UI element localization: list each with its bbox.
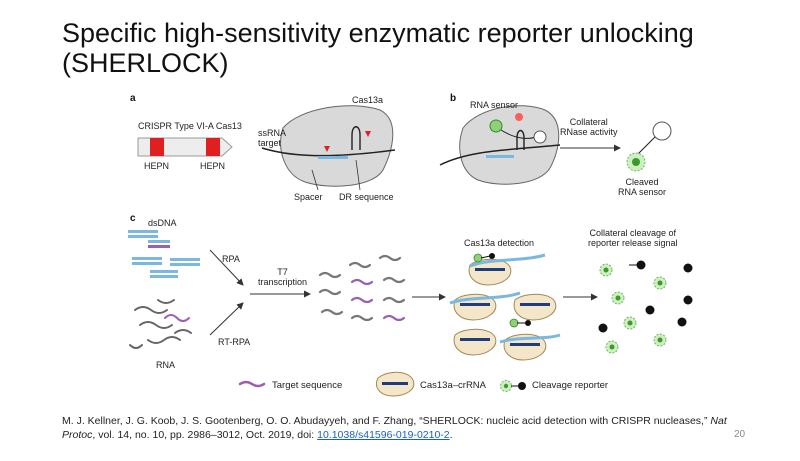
cleavage-label: Collateral cleavage of reporter release … <box>588 228 678 248</box>
detection-label: Cas13a detection <box>464 238 535 248</box>
citation: M. J. Kellner, J. G. Koob, J. S. Gootenb… <box>62 414 762 442</box>
legend-reporter-label: Cleavage reporter <box>532 380 609 391</box>
dsdna-strands <box>128 230 200 278</box>
cas13a-protein <box>261 105 396 191</box>
protein-label: Cas13a <box>352 95 384 105</box>
rna-strands <box>129 299 192 349</box>
sensor-quencher <box>533 130 547 144</box>
citation-volume: , vol. 14, no. 10, pp. 2986–3012, Oct. 2… <box>92 429 318 441</box>
citation-end: . <box>449 429 453 441</box>
activity-label: Collateral RNase activity <box>560 117 618 137</box>
panel-a-label: a <box>130 93 136 104</box>
dsdna-label: dsDNA <box>148 218 177 228</box>
rna-sensor-complex <box>439 105 561 185</box>
citation-journal: Nat Protoc <box>62 415 727 441</box>
rtrpa-label: RT-RPA <box>218 337 251 347</box>
cas13a-detection-complexes <box>449 253 561 361</box>
citation-doi-link[interactable]: 10.1038/s41596-019-0210-2 <box>317 429 450 441</box>
panel-c-label: c <box>130 213 136 224</box>
rpa-label: RPA <box>222 254 240 264</box>
citation-authors-title: M. J. Kellner, J. G. Koob, J. S. Gootenb… <box>62 415 711 427</box>
hepn-label-1: HEPN <box>144 161 170 171</box>
panel-b-label: b <box>450 93 457 104</box>
sensor-label: RNA sensor <box>470 100 519 110</box>
legend-target-label: Target sequence <box>272 380 343 391</box>
released-reporters <box>598 260 693 354</box>
construct-label: CRISPR Type VI-A Cas13 <box>138 121 242 131</box>
hepn-domain-1 <box>150 138 164 156</box>
slide-title: Specific high-sensitivity enzymatic repo… <box>62 18 694 78</box>
t7-label: T7 transcription <box>258 267 308 287</box>
cas13-construct <box>137 137 233 157</box>
transcribed-rna <box>318 254 406 322</box>
cleaved-sensor <box>626 121 672 172</box>
rna-label: RNA <box>156 360 176 370</box>
legend-target-glyph <box>238 380 266 388</box>
cleaved-label: Cleaved RNA sensor <box>618 177 667 197</box>
spacer-segment <box>318 156 348 159</box>
hepn-label-2: HEPN <box>200 161 226 171</box>
legend-cas13a-label: Cas13a–crRNA <box>420 380 486 391</box>
dr-label: DR sequence <box>339 192 394 202</box>
target-label: ssRNA target <box>258 128 287 148</box>
spacer-label: Spacer <box>294 192 323 202</box>
legend-cas13a-glyph <box>376 371 415 397</box>
page-number: 20 <box>734 429 746 440</box>
red-glow-icon <box>515 113 523 121</box>
hepn-domain-2 <box>206 138 220 156</box>
sensor-fluorophore <box>489 119 503 133</box>
legend-reporter-glyph <box>500 380 526 392</box>
